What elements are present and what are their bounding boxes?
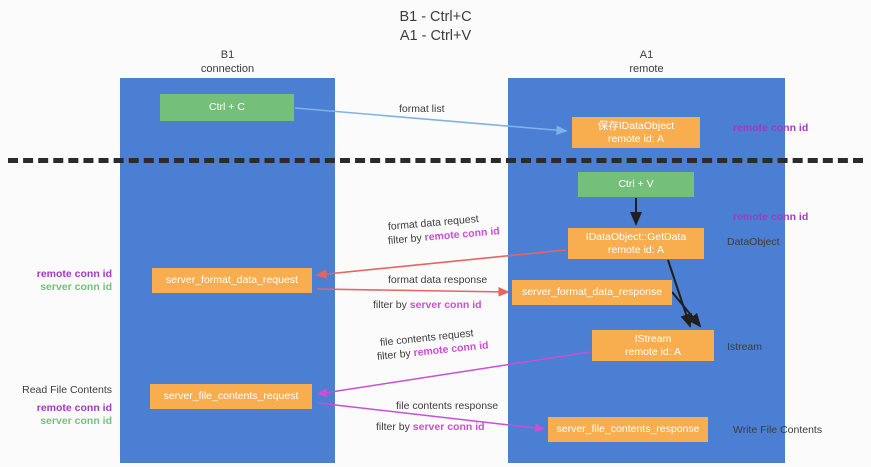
caption-file-contents-response: file contents response bbox=[396, 400, 499, 412]
box-ctrl-c[interactable]: Ctrl + C bbox=[160, 94, 294, 121]
caption-server-conn-id-1: server conn id bbox=[409, 299, 482, 311]
caption-filter-prefix-2: filter by bbox=[373, 299, 410, 311]
label-write-file-contents: Write File Contents bbox=[733, 424, 823, 436]
caption-filter-prefix-1: filter by bbox=[387, 231, 426, 247]
box-istream[interactable]: IStream remote id: A bbox=[592, 330, 714, 361]
page-title: B1 - Ctrl+C A1 - Ctrl+V bbox=[399, 9, 472, 44]
caption-filter-by-server-conn-id-1: filter by server conn id bbox=[373, 298, 482, 312]
caption-format-list: format list bbox=[399, 103, 445, 115]
box-server-format-data-response[interactable]: server_format_data_response bbox=[512, 280, 672, 305]
label-remote-conn-id-left-lower: remote conn id bbox=[36, 402, 112, 414]
box-server-file-contents-response[interactable]: server_file_contents_response bbox=[548, 417, 708, 442]
label-dataobject: DataObject bbox=[727, 236, 780, 248]
caption-format-data-response: format data response bbox=[388, 274, 488, 286]
caption-filter-prefix-3: filter by bbox=[376, 347, 415, 363]
box-idataobject-getdata[interactable]: IDataObject::GetData remote id: A bbox=[568, 228, 704, 259]
box-ctrl-v[interactable]: Ctrl + V bbox=[578, 172, 694, 197]
box-idataobject[interactable]: 保存IDataObject remote id: A bbox=[572, 117, 700, 148]
swimlane-a1-title: A1 remote bbox=[629, 49, 664, 75]
label-server-conn-id-left-upper: server conn id bbox=[40, 281, 112, 293]
caption-filter-prefix-4: filter by bbox=[376, 421, 413, 433]
label-istream: Istream bbox=[727, 341, 763, 353]
label-remote-conn-id-mid: remote conn id bbox=[733, 211, 809, 223]
label-server-conn-id-left-lower: server conn id bbox=[40, 415, 112, 427]
caption-server-conn-id-2: server conn id bbox=[412, 421, 485, 433]
label-remote-conn-id-top: remote conn id bbox=[733, 122, 809, 134]
label-read-file-contents: Read File Contents bbox=[22, 384, 112, 396]
box-server-format-data-request[interactable]: server_format_data_request bbox=[152, 268, 312, 293]
caption-filter-by-server-conn-id-2: filter by server conn id bbox=[376, 420, 485, 434]
section-divider bbox=[8, 158, 863, 163]
label-remote-conn-id-left-upper: remote conn id bbox=[36, 268, 112, 280]
swimlane-b1-title: B1 connection bbox=[200, 49, 255, 75]
box-server-file-contents-request[interactable]: server_file_contents_request bbox=[150, 384, 312, 409]
